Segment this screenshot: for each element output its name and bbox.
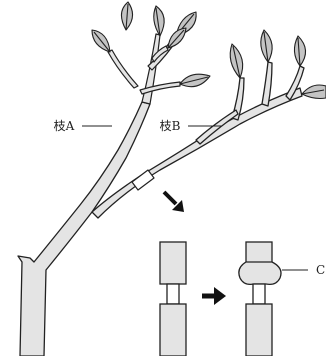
callus-swelling — [239, 262, 281, 284]
label-branch-a: 枝A — [54, 118, 112, 133]
leaf — [168, 28, 186, 48]
before-girdle — [160, 242, 186, 356]
leaf — [180, 74, 210, 86]
c-label: C — [316, 263, 325, 277]
branch-b-label: 枝B — [160, 118, 181, 133]
branch-a-label: 枝A — [54, 118, 75, 133]
leaf — [121, 2, 132, 30]
arrow-down-right-icon — [164, 192, 184, 212]
leaf — [261, 30, 272, 62]
trunk — [18, 102, 150, 356]
arrow-right-icon — [202, 287, 226, 305]
leaf — [294, 36, 305, 66]
leaf — [230, 44, 242, 78]
leaves — [92, 2, 326, 99]
leaf — [154, 6, 164, 36]
bark-ring — [132, 170, 154, 190]
after-girdle — [239, 242, 281, 356]
leaf — [302, 85, 326, 99]
label-c: C — [282, 263, 325, 277]
leaf — [92, 30, 110, 52]
